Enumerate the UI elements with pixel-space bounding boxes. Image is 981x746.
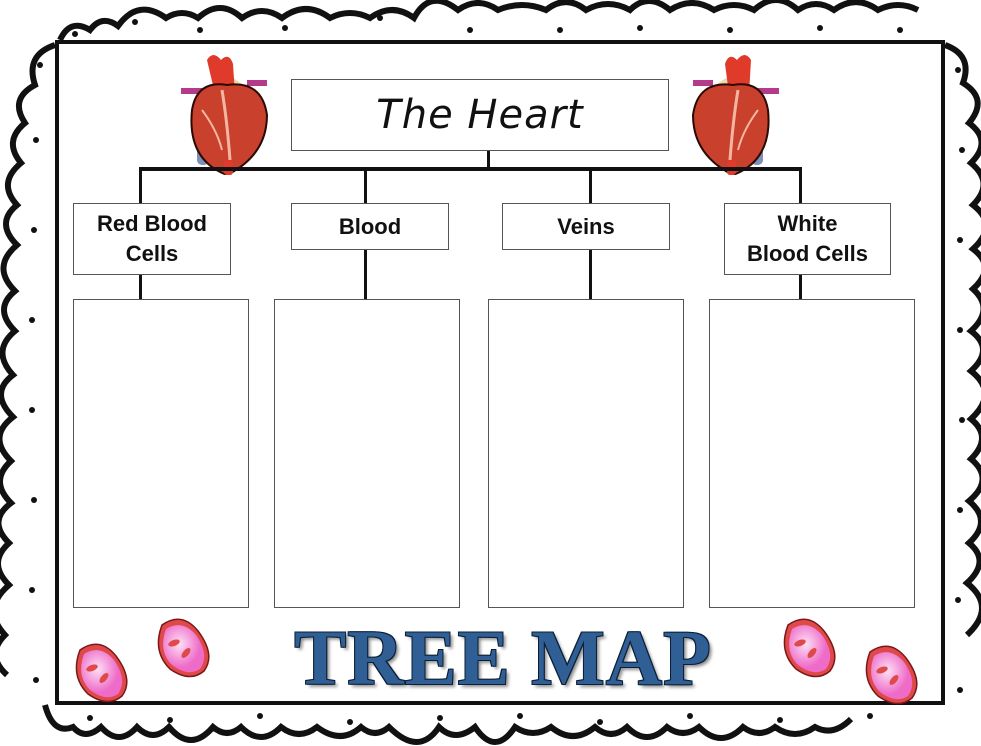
main-topic-title: The Heart — [376, 92, 584, 138]
main-topic-box: The Heart — [291, 79, 669, 151]
branch-blood: Blood — [291, 203, 449, 250]
answer-box-red-blood-cells[interactable] — [73, 299, 249, 608]
tree-map-heading-text: TREE MAP — [294, 614, 712, 701]
connector-line — [139, 275, 142, 300]
branch-label: White — [777, 211, 838, 236]
branch-label: Blood Cells — [746, 241, 868, 266]
answer-box-blood[interactable] — [274, 299, 460, 608]
red-blood-cell-icon — [157, 618, 210, 678]
connector-line — [799, 275, 802, 300]
connector-line — [799, 167, 802, 204]
tree-map-heading: TREE MAP — [228, 614, 778, 701]
answer-box-white-blood-cells[interactable] — [709, 299, 915, 608]
connector-line — [364, 167, 367, 204]
red-blood-cell-icon — [75, 643, 128, 703]
connector-line — [589, 250, 592, 300]
answer-box-veins[interactable] — [488, 299, 684, 608]
branch-label: Cells — [125, 241, 179, 266]
heart-anatomy-icon — [181, 55, 269, 175]
connector-line — [139, 167, 802, 171]
connector-line — [589, 167, 592, 204]
connector-line — [487, 151, 490, 170]
red-blood-cell-icon — [865, 645, 918, 705]
branch-label: Veins — [557, 213, 615, 239]
connector-line — [364, 250, 367, 300]
branch-label: Blood — [338, 213, 402, 239]
connector-line — [139, 167, 142, 204]
branch-label: Red Blood — [97, 211, 207, 236]
heart-anatomy-icon — [691, 55, 779, 175]
branch-veins: Veins — [502, 203, 670, 250]
red-blood-cell-icon — [783, 618, 836, 678]
